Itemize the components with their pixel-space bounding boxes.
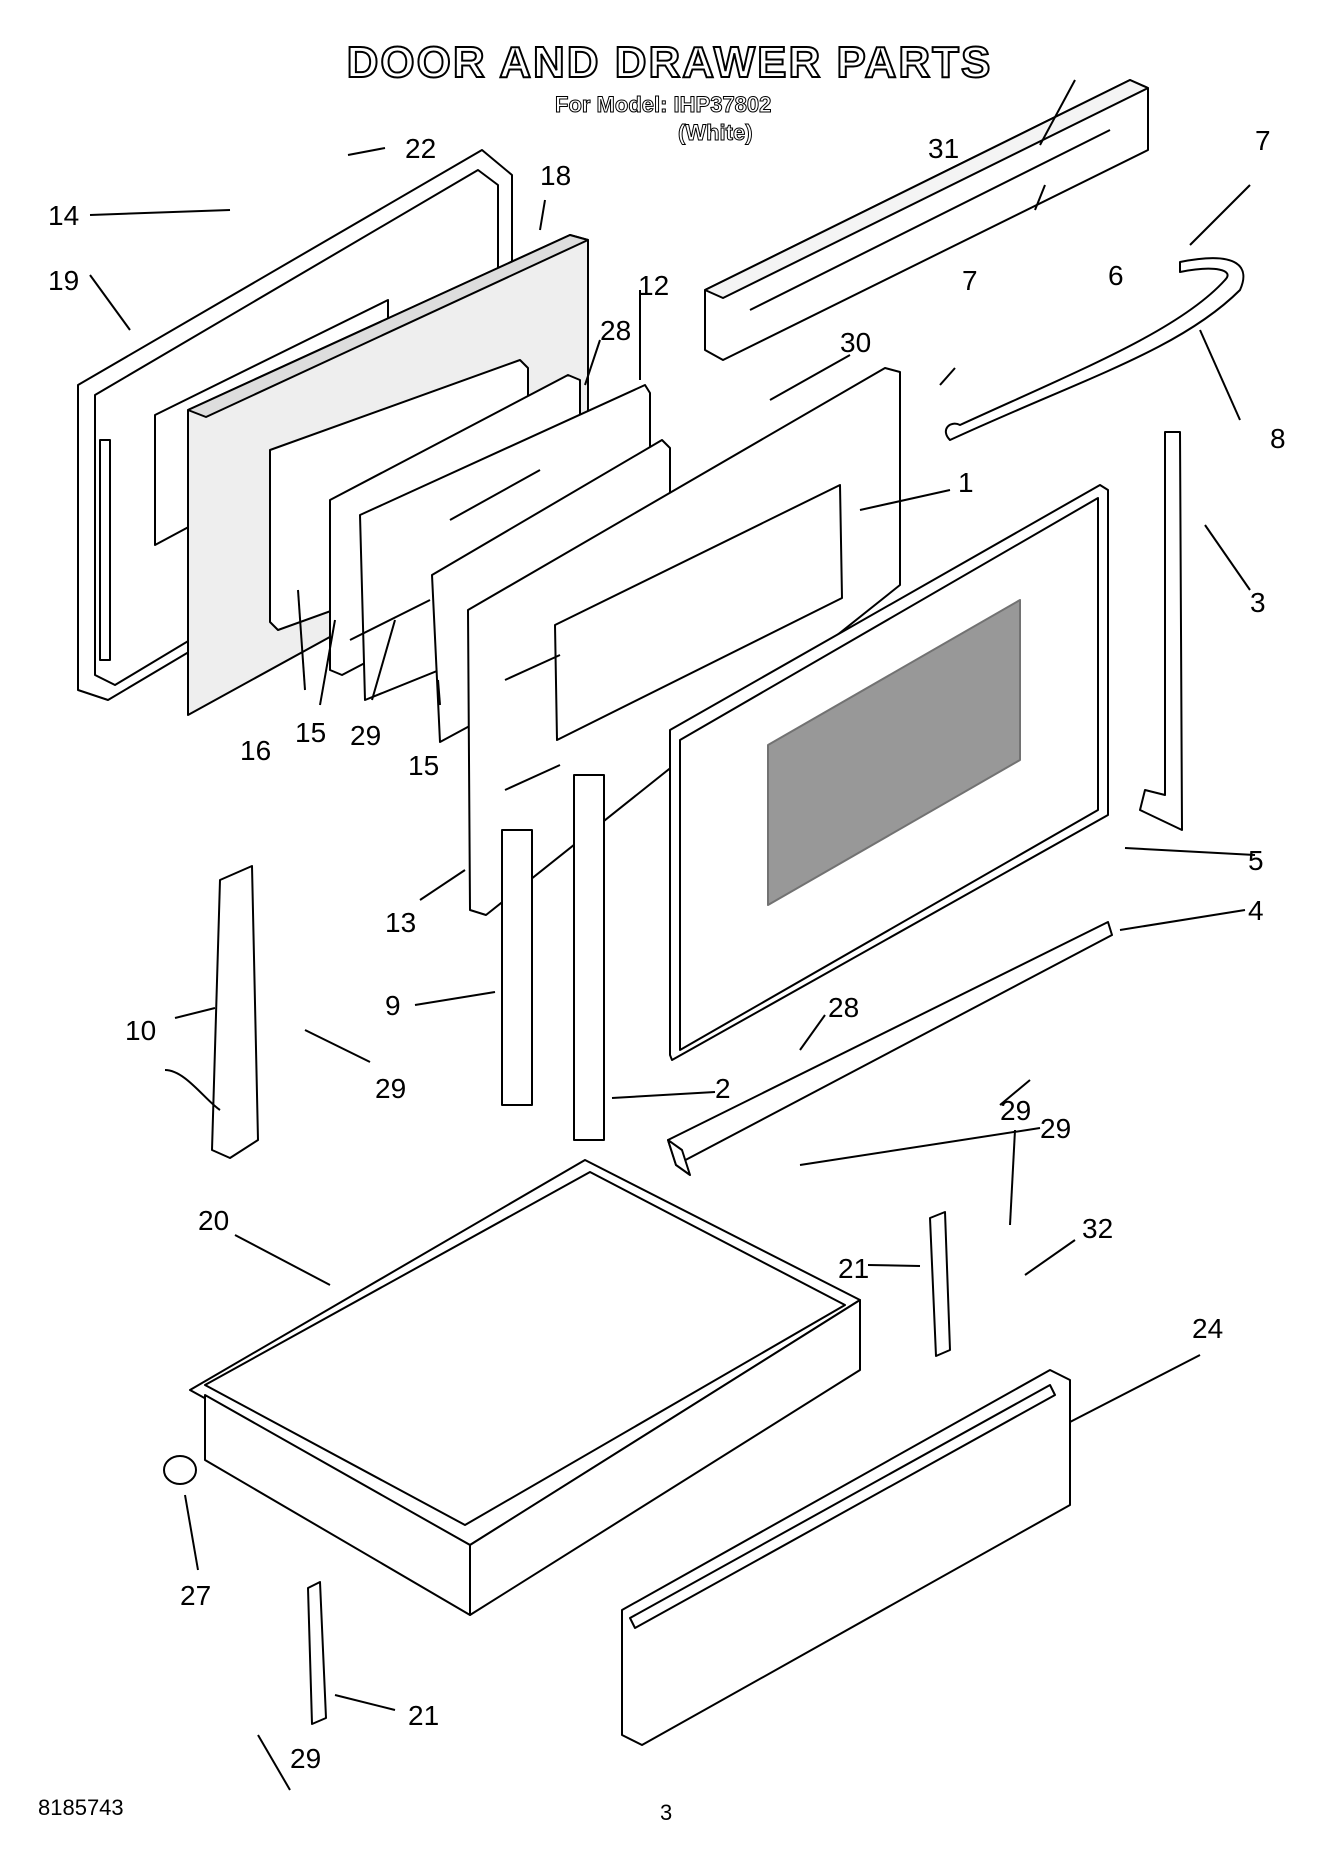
callout-7b: 7 <box>962 265 978 296</box>
callout-4: 4 <box>1248 895 1264 926</box>
model-line: For Model: IHP37802 <box>554 92 772 118</box>
storage-drawer <box>163 1159 861 1616</box>
left-bracket <box>164 865 259 1159</box>
callout-29d: 29 <box>290 1743 321 1774</box>
callout-28b: 28 <box>828 992 859 1023</box>
callout-29e: 29 <box>1040 1113 1071 1144</box>
callout-29b: 29 <box>375 1073 406 1104</box>
callout-27: 27 <box>180 1580 211 1611</box>
outer-door-window <box>669 484 1109 1061</box>
callout-32: 32 <box>1082 1213 1113 1244</box>
page-number: 3 <box>660 1800 673 1825</box>
leader-lines <box>89 79 1256 1791</box>
callout-21b: 21 <box>408 1700 439 1731</box>
callout-20: 20 <box>198 1205 229 1236</box>
door-handle <box>944 257 1245 441</box>
slide-bracket-left <box>307 1581 327 1725</box>
callout-29c: 29 <box>1000 1095 1031 1126</box>
callout-18: 18 <box>540 160 571 191</box>
document-number: 8185743 <box>38 1795 124 1820</box>
callout-19: 19 <box>48 265 79 296</box>
callout-31: 31 <box>928 133 959 164</box>
callout-9: 9 <box>385 990 401 1021</box>
drawer-front <box>621 1369 1071 1746</box>
page-title: DOOR AND DRAWER PARTS <box>346 37 993 88</box>
callout-6: 6 <box>1108 260 1124 291</box>
callout-labels: 1 2 3 4 5 6 7 7 8 9 10 12 13 14 15 15 16… <box>48 125 1286 1774</box>
vent-trim <box>704 79 1149 361</box>
callout-13: 13 <box>385 907 416 938</box>
callout-2: 2 <box>715 1073 731 1104</box>
side-trim-2 <box>573 774 605 1141</box>
color-line: (White) <box>678 120 754 146</box>
callout-14: 14 <box>48 200 79 231</box>
callout-21a: 21 <box>838 1253 869 1284</box>
callout-10: 10 <box>125 1015 156 1046</box>
callout-28a: 28 <box>600 315 631 346</box>
side-trim-right <box>1139 431 1183 831</box>
callout-15b: 15 <box>408 750 439 781</box>
side-trim-9 <box>501 829 533 1106</box>
bottom-trim <box>667 921 1113 1176</box>
callout-15a: 15 <box>295 717 326 748</box>
callout-8: 8 <box>1270 423 1286 454</box>
callout-24: 24 <box>1192 1313 1223 1344</box>
callout-5: 5 <box>1248 845 1264 876</box>
callout-16: 16 <box>240 735 271 766</box>
callout-1: 1 <box>958 467 974 498</box>
callout-7a: 7 <box>1255 125 1271 156</box>
callout-30: 30 <box>840 327 871 358</box>
callout-22: 22 <box>405 133 436 164</box>
callout-29a: 29 <box>350 720 381 751</box>
callout-3: 3 <box>1250 587 1266 618</box>
callout-12: 12 <box>638 270 669 301</box>
slide-bracket-right <box>929 1211 951 1357</box>
